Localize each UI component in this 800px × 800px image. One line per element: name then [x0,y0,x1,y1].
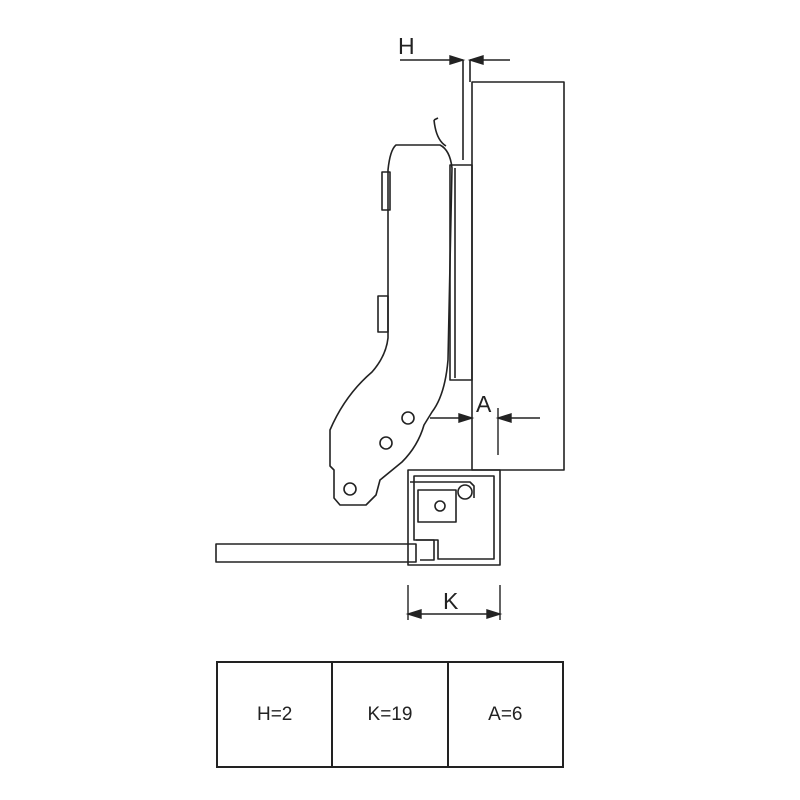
dimension-a [430,408,540,455]
dimension-k-label: K [443,588,459,614]
mounting-profile [407,469,501,566]
spec-table: H=2 K=19 A=6 [216,661,564,768]
dimension-k [405,585,503,620]
cabinet-side-panel [215,543,417,563]
dimension-h-label: H [398,33,415,59]
dimension-h [400,55,510,65]
adjust-screw [457,484,473,500]
spec-cell-a: A=6 [488,703,523,725]
spec-cell-k: K=19 [333,663,449,766]
door-panel [471,81,565,471]
hinge-cup-plate [449,164,473,381]
arm-tab-upper [381,171,391,211]
dimension-a-label: A [476,391,492,417]
arm-tab-lower [377,295,389,333]
hinge-arm [329,144,453,506]
rivet [401,411,415,425]
rivet [379,436,393,450]
spec-cell-h: H=2 [218,663,334,766]
bracket-block [417,489,457,523]
rivet [343,482,357,496]
